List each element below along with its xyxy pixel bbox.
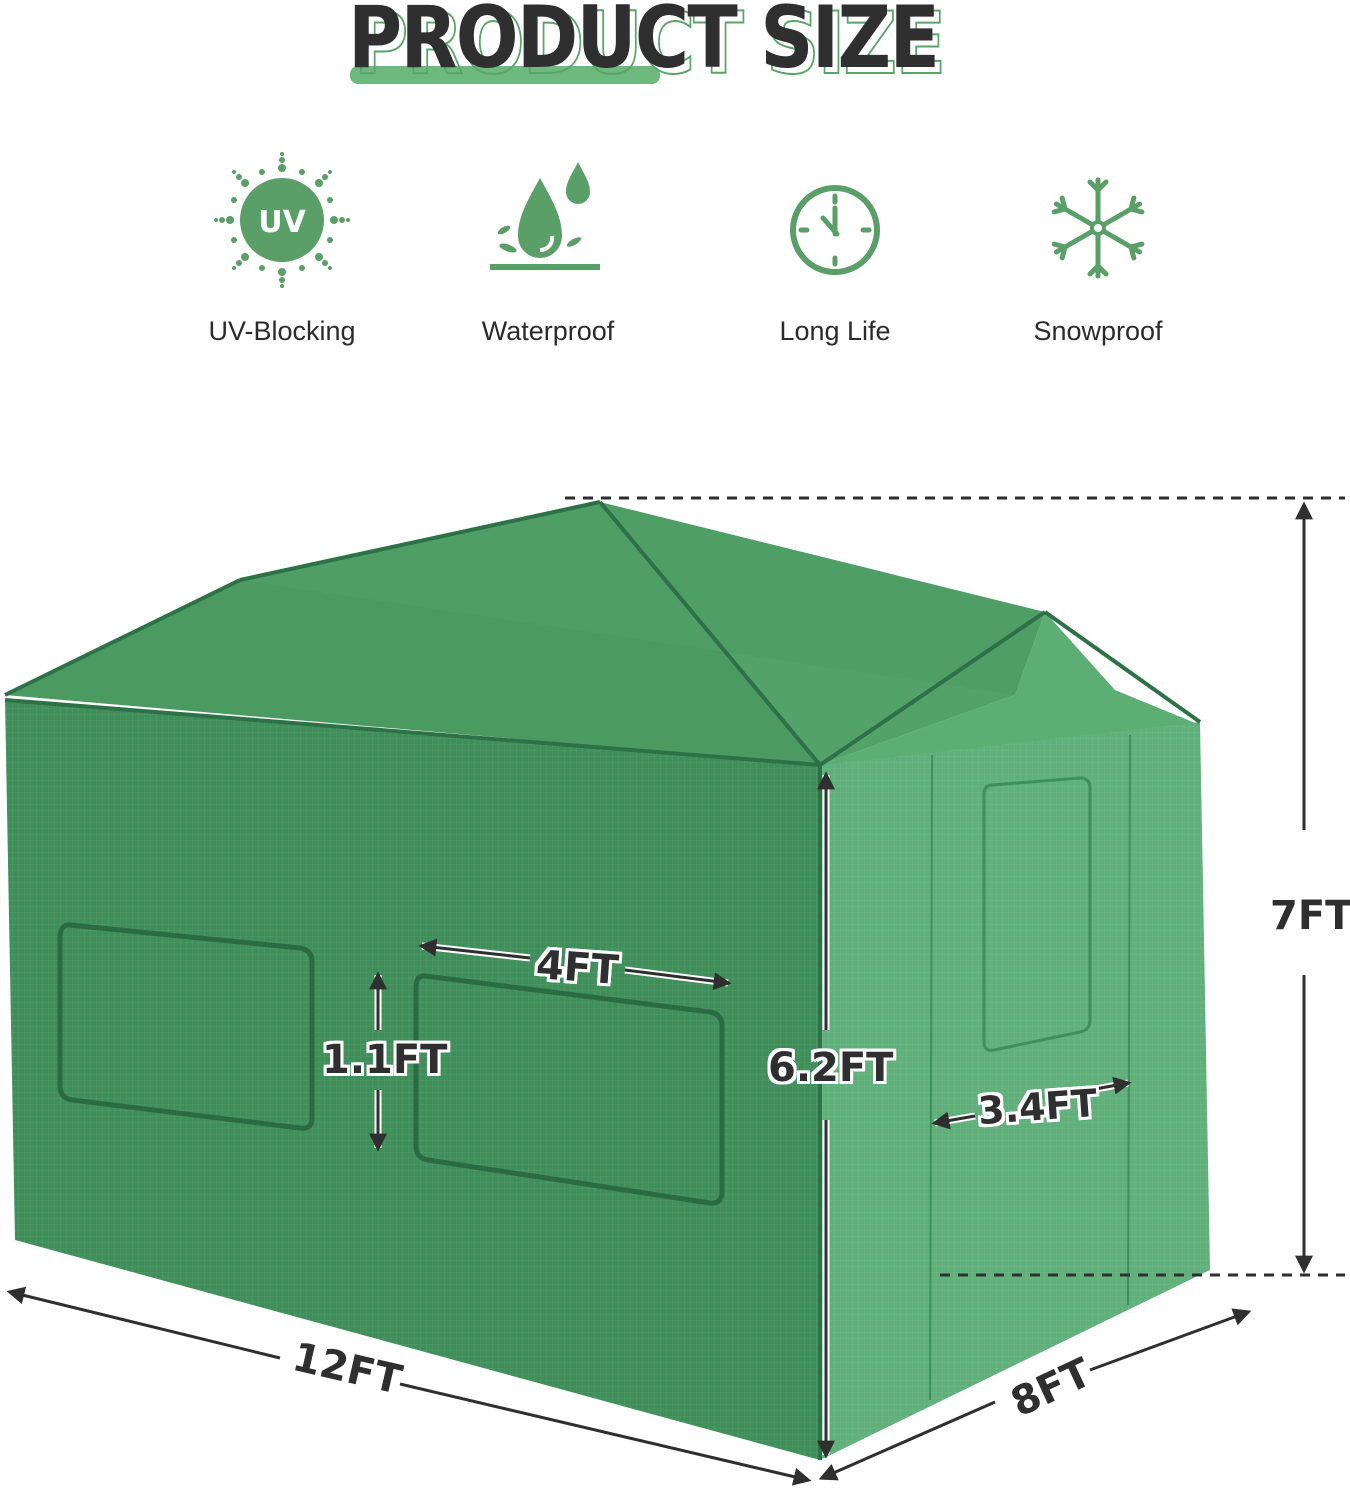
feature-label: UV-Blocking (208, 316, 356, 346)
uv-sun-icon: UV (214, 152, 350, 288)
title-underline (350, 66, 660, 84)
feature-snowproof: Snowproof (978, 150, 1218, 347)
water-drop-icon (490, 162, 600, 270)
page-title: PRODUCT SIZE (348, 0, 940, 88)
clock-icon (790, 185, 880, 275)
title-outline: PRODUCT SIZE (353, 0, 947, 95)
gable (820, 612, 1200, 765)
svg-text:UV: UV (258, 205, 306, 240)
feature-waterproof: Waterproof (428, 150, 668, 347)
window-height-label: 1.1FT (322, 1037, 448, 1083)
wall-height-label: 6.2FT (768, 1045, 894, 1091)
door-width-label: 3.4FT (976, 1080, 1099, 1134)
feature-label: Snowproof (1033, 316, 1163, 346)
snowflake-icon (1051, 177, 1145, 279)
window-left (57, 922, 315, 1131)
overall-height-label: 7FT (1270, 893, 1350, 939)
feature-long-life: Long Life (715, 150, 955, 347)
feature-label: Long Life (779, 316, 891, 346)
feature-list: UV UV-Blocking Waterproof (0, 150, 1350, 370)
header: PRODUCT SIZE PRODUCT SIZE (0, 0, 1350, 100)
window-door (982, 776, 1092, 1052)
feature-label: Waterproof (481, 316, 615, 346)
feature-uv-blocking: UV UV-Blocking (162, 150, 402, 347)
window-front (413, 973, 725, 1206)
window-width-label: 4FT (534, 942, 620, 994)
